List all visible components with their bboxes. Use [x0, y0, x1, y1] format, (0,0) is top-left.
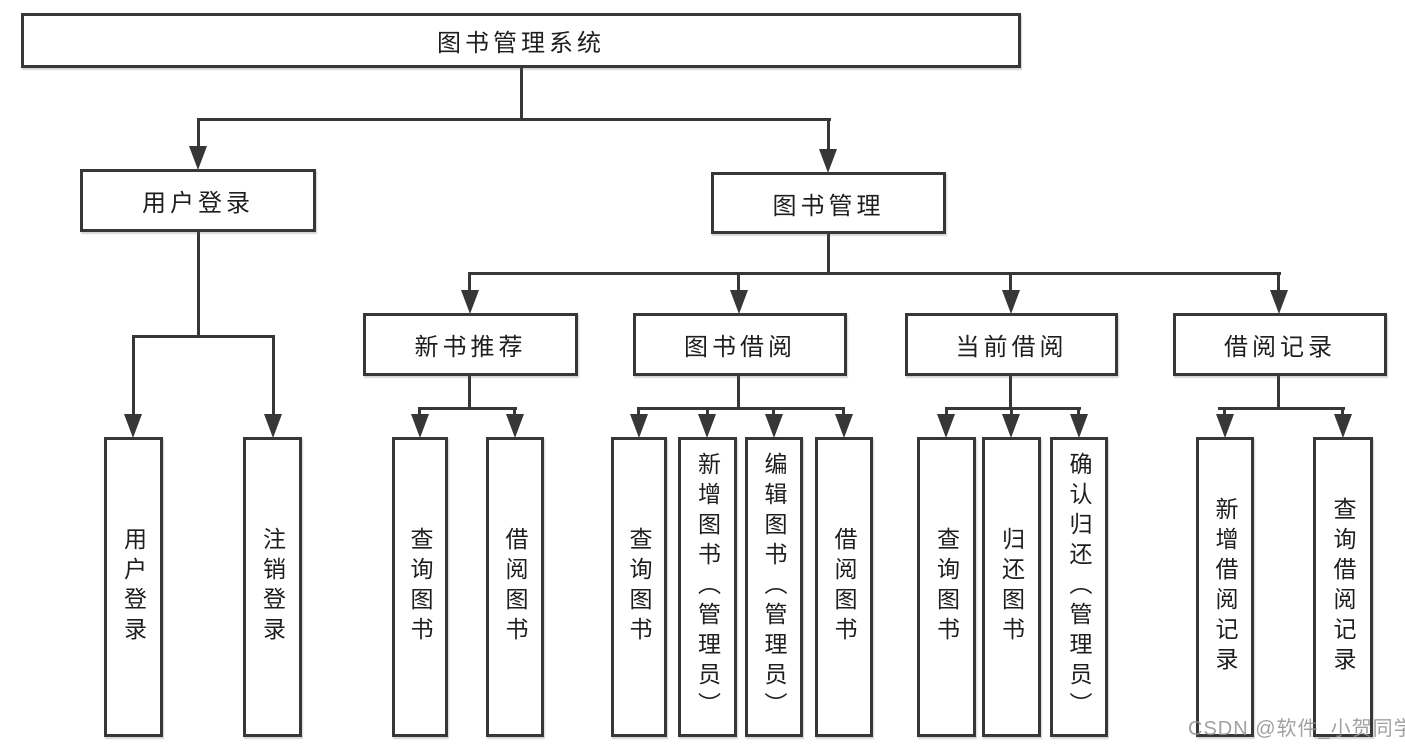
connector-line: [468, 375, 471, 409]
leaf-cb-confirm-return-admin: 确认归还（管理员）: [1050, 437, 1108, 737]
node-root: 图书管理系统: [21, 13, 1021, 68]
connector-line: [197, 118, 200, 150]
arrowhead-down: [1070, 414, 1088, 438]
node-user-login: 用户登录: [80, 169, 316, 232]
connector-line: [1277, 375, 1280, 409]
arrowhead-down: [1270, 290, 1288, 314]
leaf-nb-borrow-books: 借阅图书: [486, 437, 544, 737]
node-book-management: 图书管理: [711, 172, 946, 234]
connector-line: [827, 233, 830, 274]
arrowhead-down: [461, 290, 479, 314]
leaf-bb-borrow-books: 借阅图书: [815, 437, 873, 737]
watermark: CSDN @软件_小贺同学: [1188, 718, 1405, 740]
arrowhead-down: [937, 414, 955, 438]
connector-line: [132, 335, 275, 338]
leaf-br-query-record: 查询借阅记录: [1313, 437, 1373, 737]
arrowhead-down: [819, 149, 837, 173]
node-borrowing-records: 借阅记录: [1173, 313, 1387, 376]
leaf-cb-query-books: 查询图书: [917, 437, 976, 737]
arrowhead-down: [124, 414, 142, 438]
arrowhead-down: [730, 290, 748, 314]
arrowhead-down: [630, 414, 648, 438]
leaf-bb-add-books-admin: 新增图书（管理员）: [678, 437, 737, 737]
connector-line: [272, 335, 275, 425]
connector-line: [468, 272, 471, 297]
connector-line: [197, 118, 831, 121]
arrowhead-down: [411, 414, 429, 438]
connector-line: [197, 231, 200, 337]
node-current-borrowing: 当前借阅: [905, 313, 1118, 376]
leaf-cb-return-books: 归还图书: [982, 437, 1041, 737]
connector-line: [637, 407, 845, 410]
arrowhead-down: [765, 414, 783, 438]
arrowhead-down: [264, 414, 282, 438]
leaf-nb-query-books: 查询图书: [392, 437, 448, 737]
arrowhead-down: [506, 414, 524, 438]
connector-line: [419, 407, 517, 410]
connector-line: [520, 67, 523, 120]
connector-line: [1009, 272, 1012, 297]
connector-line: [1009, 375, 1012, 409]
arrowhead-down: [698, 414, 716, 438]
arrowhead-down: [1002, 414, 1020, 438]
connector-line: [827, 118, 830, 154]
connector-line: [1277, 272, 1280, 297]
arrowhead-down: [835, 414, 853, 438]
arrowhead-down: [1216, 414, 1234, 438]
node-new-book-recommend: 新书推荐: [363, 313, 578, 376]
connector-line: [737, 272, 740, 297]
connector-line: [1218, 407, 1345, 410]
arrowhead-down: [189, 146, 207, 170]
leaf-logout: 注销登录: [243, 437, 302, 737]
leaf-bb-query-books: 查询图书: [611, 437, 667, 737]
connector-line: [132, 335, 135, 425]
arrowhead-down: [1002, 290, 1020, 314]
leaf-bb-edit-books-admin: 编辑图书（管理员）: [745, 437, 803, 737]
node-book-borrowing: 图书借阅: [633, 313, 847, 376]
connector-line: [945, 407, 1081, 410]
leaf-br-add-record: 新增借阅记录: [1196, 437, 1254, 737]
leaf-user-login: 用户登录: [104, 437, 163, 737]
connector-line: [468, 272, 1281, 275]
connector-line: [737, 375, 740, 409]
arrowhead-down: [1334, 414, 1352, 438]
